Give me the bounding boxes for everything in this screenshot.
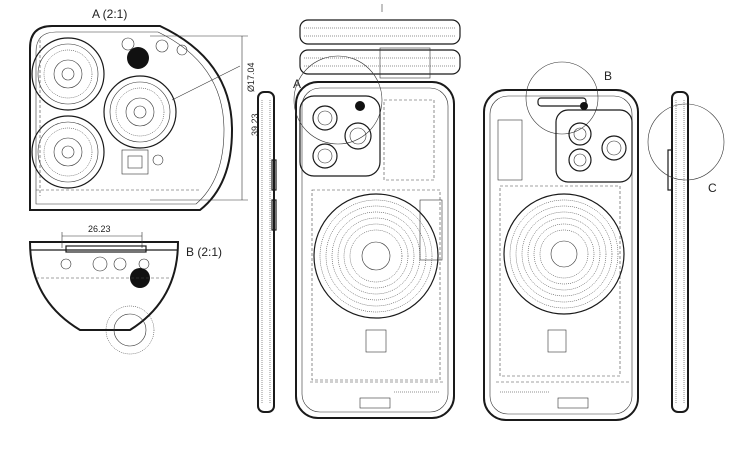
internal-view-magsafe <box>503 193 625 315</box>
internal-view-sensor <box>580 102 588 110</box>
detail-a-lens-1 <box>31 37 105 111</box>
notch-width-dimension: 26.23 <box>88 224 111 234</box>
side-view-left <box>257 91 277 413</box>
back-view-lidar <box>355 101 365 111</box>
back-view-magsafe <box>313 193 439 319</box>
side-view-mark-c: C <box>708 181 717 195</box>
detail-b-sensor <box>130 268 150 288</box>
internal-view-mark-b: B <box>604 69 612 83</box>
internal-view: B <box>483 61 639 421</box>
detail-b-view: 26.23 B (2:1) <box>28 224 222 355</box>
detail-a-lidar <box>127 47 149 69</box>
back-view-mark-a: A <box>293 77 301 91</box>
detail-a-lens-3 <box>103 75 177 149</box>
lens-diameter-dimension: Ø17.04 <box>246 62 256 92</box>
detail-a-view: A (2:1) Ø17.04 39.23 <box>29 7 260 211</box>
back-view: A <box>293 55 455 419</box>
top-view-upper <box>299 4 461 45</box>
detail-a-label: A (2:1) <box>92 7 127 21</box>
side-view-right: C <box>647 91 725 413</box>
detail-b-label: B (2:1) <box>186 245 222 259</box>
top-view-lower <box>299 47 461 79</box>
detail-a-lens-2 <box>31 115 105 189</box>
module-height-dimension: 39.23 <box>250 113 260 136</box>
